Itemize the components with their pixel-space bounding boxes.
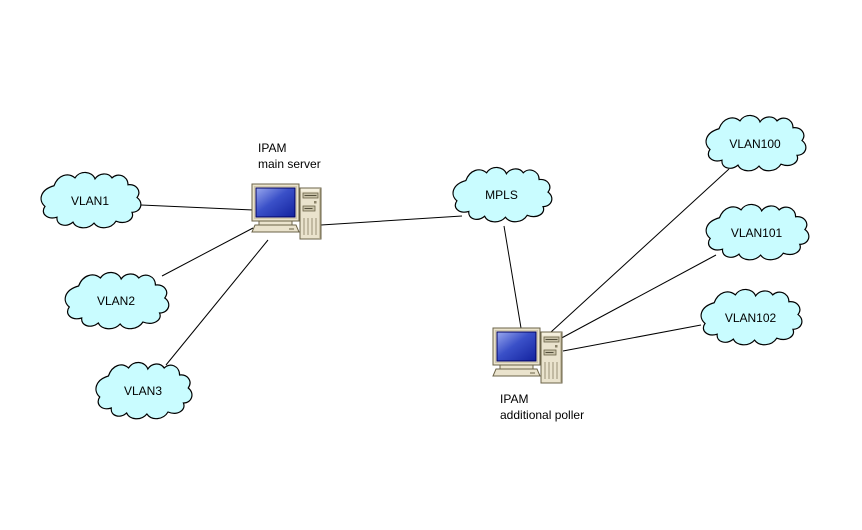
cloud-shape-mpls	[452, 166, 553, 223]
workstation-icon-main-server	[251, 183, 322, 240]
connector-main-server-mpls	[320, 215, 463, 226]
connector-vlan2-main-server	[161, 227, 254, 277]
cloud-shape-vlan100	[705, 114, 807, 172]
connector-mpls-additional-poller	[503, 225, 522, 329]
workstation-icon-additional-poller	[492, 327, 563, 384]
connector-group	[140, 168, 730, 366]
connector-additional-poller-vlan101	[555, 254, 717, 342]
cloud-shape-vlan2	[64, 271, 170, 330]
connector-additional-poller-vlan100	[550, 168, 730, 333]
connector-vlan1-main-server	[140, 204, 254, 211]
cloud-shape-vlan102	[700, 288, 803, 346]
cloud-shape-vlan1	[40, 171, 142, 229]
connector-additional-poller-vlan102	[562, 324, 702, 352]
cloud-shape-vlan101	[705, 203, 810, 261]
connector-vlan3-main-server	[165, 239, 269, 366]
cloud-shape-vlan3	[95, 361, 193, 420]
